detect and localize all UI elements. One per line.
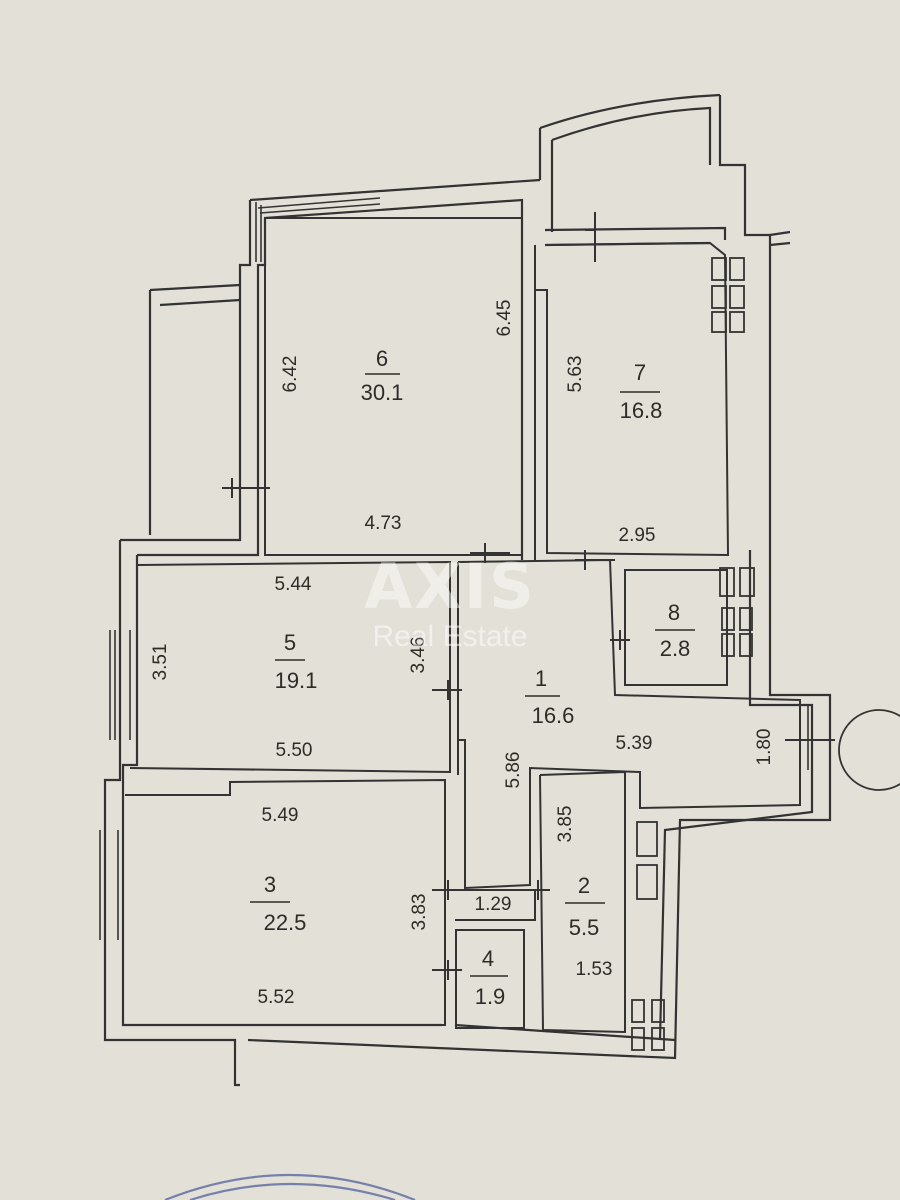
room-1-outline <box>457 558 801 890</box>
room-6-area: 30.1 <box>361 380 404 405</box>
room-2-outline <box>539 770 626 1034</box>
room-3-outline <box>123 778 446 1026</box>
windows <box>99 197 809 940</box>
room-4-number: 4 <box>482 946 494 971</box>
room-5-outline <box>129 560 451 774</box>
room-3-number: 3 <box>264 872 276 897</box>
dim-room6-height-right: 6.45 <box>494 300 515 337</box>
dim-room5-width-top: 5.44 <box>275 574 312 595</box>
dim-corridor-width: 1.29 <box>475 894 512 915</box>
dim-room3-width-top: 5.49 <box>262 805 299 826</box>
room-7-outline <box>534 241 730 557</box>
dim-room5-height-right: 3.46 <box>408 637 429 674</box>
room-7-area: 16.8 <box>620 398 663 423</box>
dim-room5-height-left: 3.51 <box>150 644 171 681</box>
dim-room7-width: 2.95 <box>619 525 656 546</box>
dim-room2-height: 3.85 <box>555 806 576 843</box>
dim-room5-width-bottom: 5.50 <box>276 740 313 761</box>
room-8-number: 8 <box>668 600 680 625</box>
watermark: AXIS Real Estate <box>364 550 536 653</box>
dim-balcony-depth: 1.80 <box>754 729 775 766</box>
room-3-area: 22.5 <box>264 910 307 935</box>
room-6-label: 6 30.1 <box>361 346 404 405</box>
dim-room6-width: 4.73 <box>365 513 402 534</box>
orientation-circle <box>838 709 900 791</box>
watermark-brand: AXIS <box>364 550 536 623</box>
dim-room3-height: 3.83 <box>409 894 430 931</box>
dimension-labels: 6.42 6.45 4.73 5.63 2.95 5.44 3.51 3.46 … <box>150 300 775 1008</box>
room-8-area: 2.8 <box>660 636 691 661</box>
room-5-number: 5 <box>284 630 296 655</box>
room-5-area: 19.1 <box>275 668 318 693</box>
room-2-number: 2 <box>578 873 590 898</box>
room-1-label: 1 16.6 <box>525 666 574 728</box>
dim-room3-width-bottom: 5.52 <box>258 987 295 1008</box>
room-4-outline <box>455 929 525 1029</box>
room-2-area: 5.5 <box>569 915 600 940</box>
room-6-number: 6 <box>376 346 388 371</box>
dim-room6-height-left: 6.42 <box>280 356 301 393</box>
room-4-area: 1.9 <box>475 984 506 1009</box>
stamp-seal <box>164 1173 416 1200</box>
room-3-label: 3 22.5 <box>250 872 306 935</box>
room-labels: 6 30.1 7 16.8 5 19.1 1 16.6 8 2.8 3 22.5 <box>250 346 695 1009</box>
room-5-label: 5 19.1 <box>275 630 318 693</box>
room-8-outline <box>624 569 728 686</box>
room-6-outline <box>264 217 523 556</box>
room-1-number: 1 <box>535 666 547 691</box>
room-2-label: 2 5.5 <box>565 873 605 940</box>
dim-room2-width: 1.53 <box>576 959 613 980</box>
vent-shafts <box>631 257 755 1051</box>
room-4-label: 4 1.9 <box>470 946 508 1009</box>
room-7-label: 7 16.8 <box>620 360 663 423</box>
room-1-area: 16.6 <box>532 703 575 728</box>
dim-room1-width: 5.39 <box>616 733 653 754</box>
interior-walls <box>123 217 801 1034</box>
door-marks <box>222 212 835 980</box>
room-8-label: 8 2.8 <box>655 600 695 661</box>
dim-room1-height: 5.86 <box>503 752 524 789</box>
watermark-subtitle: Real Estate <box>372 620 527 653</box>
dim-room7-height: 5.63 <box>565 356 586 393</box>
room-7-number: 7 <box>634 360 646 385</box>
